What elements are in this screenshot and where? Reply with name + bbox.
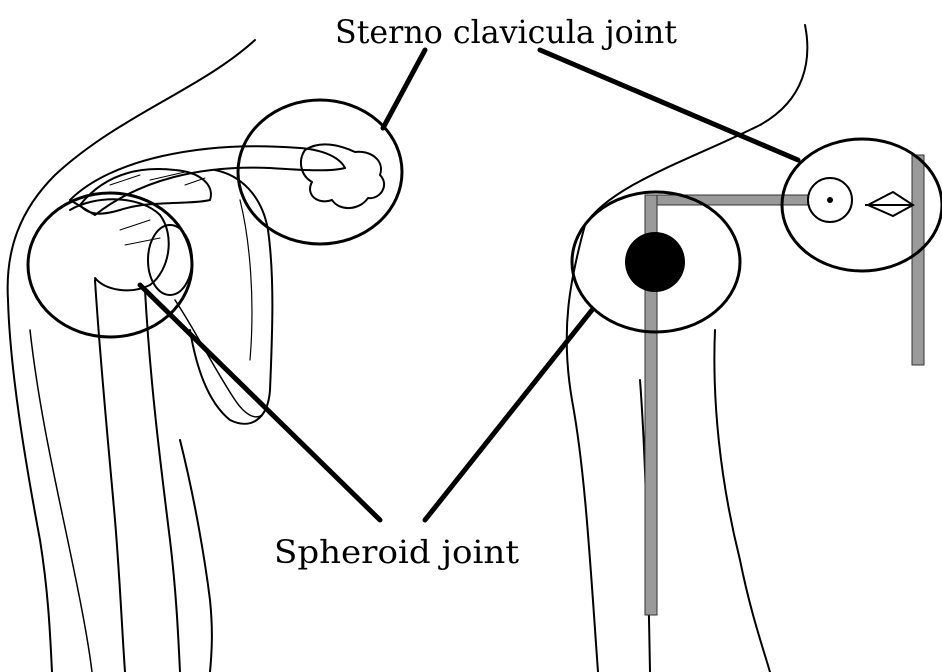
leader-lines (140, 50, 798, 520)
scapula-body (190, 170, 272, 424)
clavicle (70, 146, 345, 215)
sternoclavicular-highlight-circle (238, 100, 402, 244)
anatomical-shoulder-drawing (8, 40, 384, 672)
leader-sterno-to-right (540, 50, 798, 160)
acromion (80, 169, 211, 214)
spine-bar (912, 155, 924, 365)
leader-sterno-to-left (383, 50, 425, 128)
torso-left-line (567, 225, 598, 672)
spheroid-joint-label: Spheroid joint (274, 533, 519, 571)
clavicle-bar (645, 195, 815, 205)
inner-arm-outline (180, 440, 212, 672)
torso-right-line (714, 330, 770, 672)
spheroid-joint-symbol (625, 232, 685, 292)
shoulder-outline (8, 40, 255, 672)
schematic-body (567, 25, 808, 672)
sternoclavicular-joint-center (827, 197, 833, 203)
right-joint-circles (572, 139, 942, 332)
shoulder-highlight-circle (28, 193, 192, 337)
sternoclavicular-joint-label: Sterno clavicula joint (335, 13, 677, 51)
arm-inner-contour (30, 330, 92, 672)
sternal-bone (301, 144, 384, 208)
leader-spheroid-to-left (140, 285, 380, 520)
leader-spheroid-to-right (425, 310, 592, 520)
humerus-shaft-left (95, 280, 125, 672)
humerus-head (70, 199, 169, 290)
scapula-inner (240, 200, 252, 360)
left-joint-circles (28, 100, 402, 337)
humerus-shaft-right (145, 290, 180, 672)
